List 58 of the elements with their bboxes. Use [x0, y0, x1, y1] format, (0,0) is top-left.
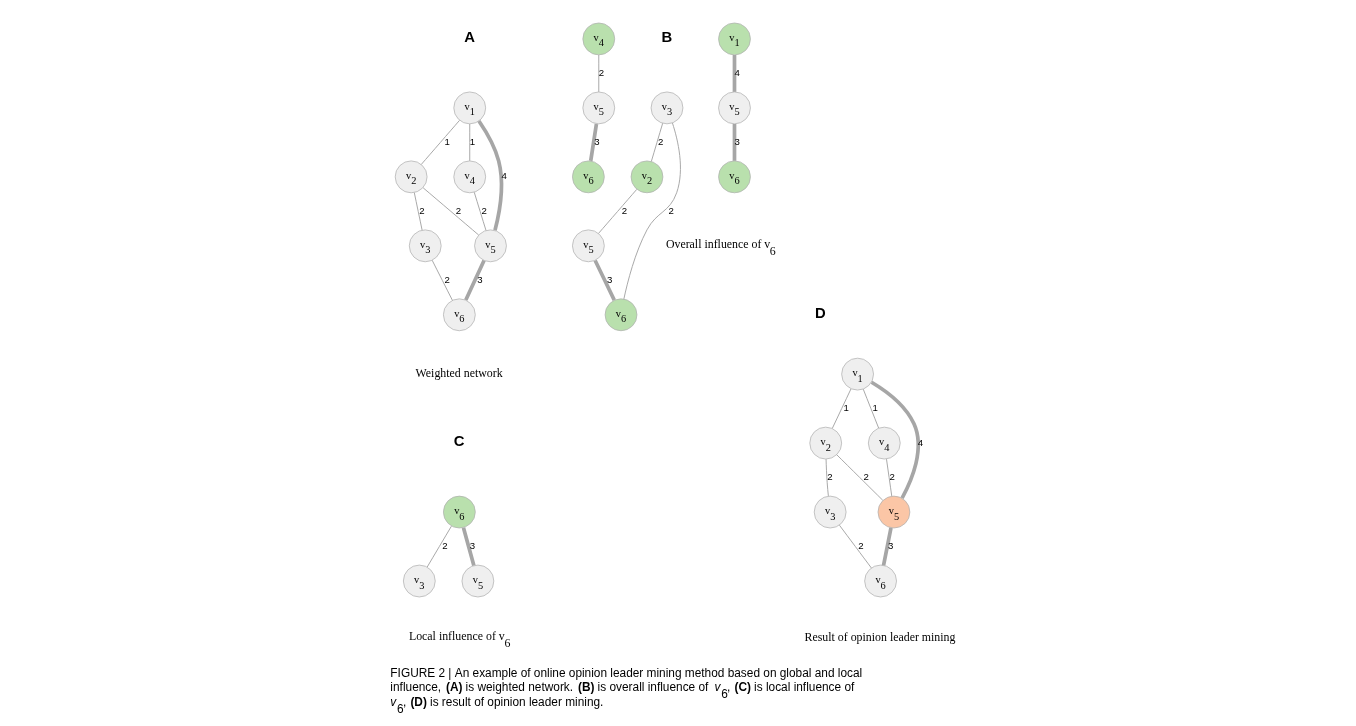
- label: D: [814, 304, 826, 321]
- connector: [885, 458, 892, 497]
- connector: [835, 454, 883, 501]
- edge-label: 3: [733, 135, 740, 147]
- connector: [593, 259, 616, 301]
- connector: [825, 458, 829, 497]
- connector: [413, 192, 423, 231]
- connector: [732, 123, 736, 161]
- label: Result of opinion leader mining: [804, 629, 955, 644]
- connector: [597, 188, 637, 234]
- edge-label: 2: [857, 540, 864, 552]
- connector: [831, 388, 851, 429]
- edge-label: 3: [469, 540, 475, 552]
- connector: [732, 54, 736, 92]
- connector: [870, 380, 920, 499]
- connector: [476, 119, 503, 231]
- connector: [650, 122, 663, 162]
- edge-label: 2: [826, 471, 833, 483]
- connector: [468, 123, 470, 162]
- edge-label: 4: [733, 66, 740, 78]
- connector: [588, 123, 598, 162]
- connector: [622, 122, 681, 300]
- connector: [463, 259, 486, 301]
- edge-label: 3: [887, 540, 893, 552]
- connector: [473, 191, 486, 231]
- connector: [838, 524, 872, 569]
- edge-label: 2: [441, 540, 448, 552]
- edge-label: 4: [917, 436, 923, 448]
- edge-label: 2: [888, 471, 895, 483]
- edge-label: 2: [863, 471, 869, 483]
- edge-label: 1: [469, 135, 475, 147]
- edge-label: 2: [418, 204, 425, 216]
- connector: [422, 187, 479, 236]
- edge-label: 3: [593, 135, 600, 147]
- edge-label: 4: [501, 170, 507, 182]
- label: C: [453, 433, 465, 450]
- edge-label: 1: [444, 135, 450, 147]
- edge-label: 2: [455, 204, 461, 216]
- edge-label: 1: [871, 402, 878, 414]
- connector: [420, 119, 460, 165]
- connector: [426, 525, 452, 568]
- connector: [431, 259, 453, 301]
- edge-label: 2: [657, 135, 663, 147]
- edge-label: 1: [843, 402, 849, 414]
- label: B: [660, 28, 672, 45]
- edge-label: 2: [621, 204, 627, 216]
- edge-label: 2: [598, 66, 604, 78]
- connector: [862, 388, 879, 429]
- edge-label: 3: [476, 273, 483, 285]
- connector: [461, 527, 476, 567]
- connector: [597, 54, 599, 93]
- label: A: [463, 28, 475, 45]
- label: Weighted network: [415, 365, 503, 380]
- edge-label: 2: [667, 204, 674, 216]
- connector: [881, 527, 893, 566]
- edge-label: 2: [444, 273, 450, 285]
- edge-label: 3: [606, 273, 612, 285]
- edge-label: 2: [481, 204, 487, 216]
